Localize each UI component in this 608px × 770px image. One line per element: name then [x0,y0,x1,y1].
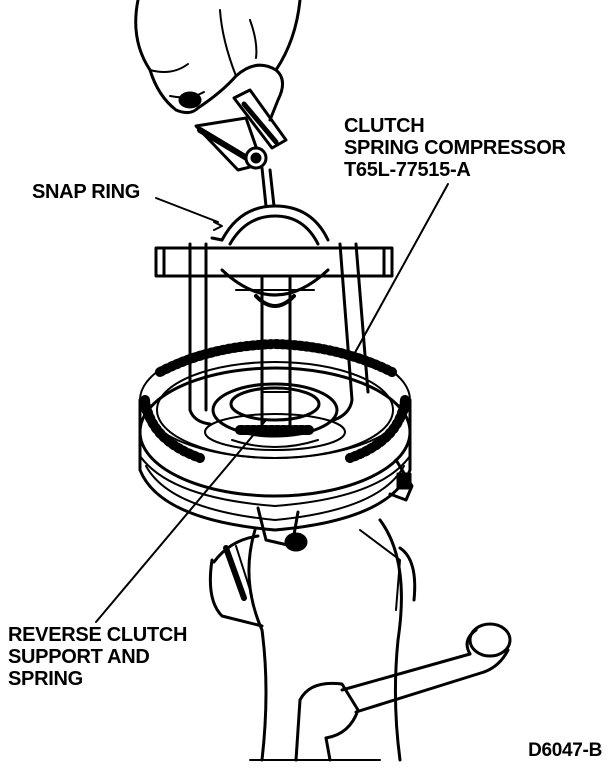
reverse-clutch-support-label: REVERSE CLUTCH SUPPORT AND SPRING [8,624,187,690]
hand [134,0,302,122]
compressor-leader [351,183,449,359]
snap-ring-arrowhead [213,221,223,231]
snap-ring-leader [155,197,219,223]
reverse-label-line1: REVERSE CLUTCH [8,624,188,646]
clutch-spring-compressor-label: CLUTCH SPRING COMPRESSOR T65L-77515-A [344,115,566,181]
compressor-label-line3: T65L-77515-A [344,159,471,181]
leader-lines [95,183,449,623]
compressor-label-line2: SPRING COMPRESSOR [344,137,566,159]
reverse-support-leader [95,419,267,623]
vise-handle [249,622,512,762]
snap-ring [210,204,330,246]
reverse-label-line2: SUPPORT AND [8,646,150,668]
compressor-label-line1: CLUTCH [344,115,425,137]
reverse-clutch-support [204,382,346,451]
compressor-frame [154,242,394,432]
pedestal [208,518,417,762]
snap-ring-pliers [194,88,288,208]
snap-ring-label: SNAP RING [32,181,141,203]
drum-splines [138,339,412,463]
clutch-drum [138,366,414,552]
figure-id-label: D6047-B [528,740,602,761]
reverse-label-line3: SPRING [8,668,83,690]
